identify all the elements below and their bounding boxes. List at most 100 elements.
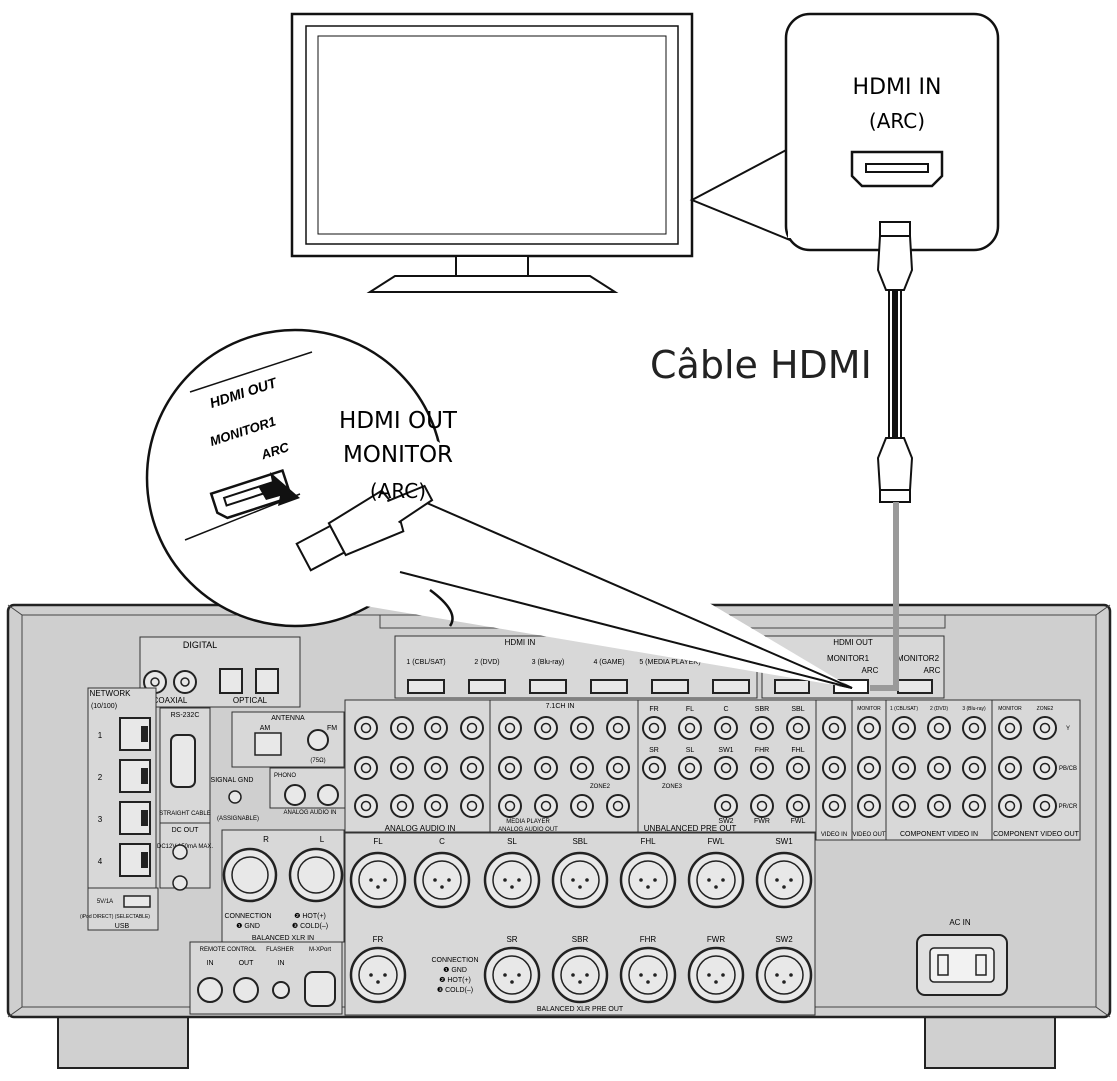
fm-jack[interactable] <box>307 729 329 751</box>
remote-out-jack[interactable] <box>233 977 259 1003</box>
mxport-port[interactable] <box>304 971 336 1007</box>
rca-jack-r2-c1[interactable] <box>390 794 414 818</box>
video-jack-r1-c2[interactable] <box>892 756 916 780</box>
hdmi-out-monitor2-port[interactable] <box>897 679 933 694</box>
xlr-out-sw2[interactable] <box>755 946 813 1004</box>
dc-out-jack-2[interactable] <box>172 875 188 891</box>
rca-jack-r2-c4[interactable] <box>498 794 522 818</box>
video-jack-r2-c4[interactable] <box>962 794 986 818</box>
xlr-out-fhl[interactable] <box>619 851 677 909</box>
dc-out-jack-1[interactable] <box>172 844 188 860</box>
video-jack-r1-c0[interactable] <box>822 756 846 780</box>
rca-jack-r1-c2[interactable] <box>424 756 448 780</box>
rca-jack-r0-c2[interactable] <box>424 716 448 740</box>
rca-jack-r1-c1[interactable] <box>390 756 414 780</box>
rca-jack-r1-c8[interactable] <box>642 756 666 780</box>
video-jack-r0-c5[interactable] <box>998 716 1022 740</box>
video-jack-r0-c4[interactable] <box>962 716 986 740</box>
video-jack-r1-c4[interactable] <box>962 756 986 780</box>
xlr-out-sw1[interactable] <box>755 851 813 909</box>
rca-jack-r0-c12[interactable] <box>786 716 810 740</box>
phono-jack-r[interactable] <box>284 784 306 806</box>
rca-jack-r0-c6[interactable] <box>570 716 594 740</box>
rca-jack-r2-c5[interactable] <box>534 794 558 818</box>
hdmi-in-port-3[interactable] <box>529 679 567 694</box>
rca-jack-r0-c5[interactable] <box>534 716 558 740</box>
xlr-in-l-jack[interactable] <box>288 847 344 903</box>
video-jack-r0-c1[interactable] <box>857 716 881 740</box>
tv-hdmi-in-port[interactable] <box>850 150 944 188</box>
rca-jack-r2-c0[interactable] <box>354 794 378 818</box>
xlr-out-fr[interactable] <box>349 946 407 1004</box>
usb-port[interactable] <box>123 895 151 908</box>
rca-jack-r2-c2[interactable] <box>424 794 448 818</box>
rca-jack-r1-c9[interactable] <box>678 756 702 780</box>
video-jack-r1-c3[interactable] <box>927 756 951 780</box>
rca-jack-r1-c7[interactable] <box>606 756 630 780</box>
rca-jack-r1-c0[interactable] <box>354 756 378 780</box>
rca-jack-r1-c4[interactable] <box>498 756 522 780</box>
rs232c-port[interactable] <box>170 734 196 788</box>
rca-jack-r0-c4[interactable] <box>498 716 522 740</box>
rca-jack-r2-c7[interactable] <box>606 794 630 818</box>
rca-jack-r1-c5[interactable] <box>534 756 558 780</box>
rca-jack-r0-c7[interactable] <box>606 716 630 740</box>
optical-port-2[interactable] <box>255 668 279 694</box>
signal-gnd-terminal[interactable] <box>228 790 242 804</box>
video-jack-r0-c6[interactable] <box>1033 716 1057 740</box>
video-jack-r0-c2[interactable] <box>892 716 916 740</box>
rca-jack-r1-c10[interactable] <box>714 756 738 780</box>
rca-jack-r1-c3[interactable] <box>460 756 484 780</box>
xlr-out-sl[interactable] <box>483 851 541 909</box>
rca-jack-r0-c8[interactable] <box>642 716 666 740</box>
hdmi-in-port-5[interactable] <box>651 679 689 694</box>
am-terminal[interactable] <box>254 732 282 756</box>
video-jack-r1-c1[interactable] <box>857 756 881 780</box>
video-jack-r2-c2[interactable] <box>892 794 916 818</box>
hdmi-out-port-0[interactable] <box>774 679 810 694</box>
rca-jack-r1-c12[interactable] <box>786 756 810 780</box>
hdmi-in-port-1[interactable] <box>407 679 445 694</box>
network-port-3[interactable]: 3 <box>98 801 151 835</box>
rca-jack-r0-c10[interactable] <box>714 716 738 740</box>
hdmi-in-port-6[interactable] <box>712 679 750 694</box>
xlr-out-c[interactable] <box>413 851 471 909</box>
xlr-out-fwr[interactable] <box>687 946 745 1004</box>
hdmi-in-port-4[interactable] <box>590 679 628 694</box>
xlr-out-sbr[interactable] <box>551 946 609 1004</box>
xlr-out-sbl[interactable] <box>551 851 609 909</box>
rca-jack-r2-c6[interactable] <box>570 794 594 818</box>
video-jack-r1-c5[interactable] <box>998 756 1022 780</box>
video-jack-r2-c5[interactable] <box>998 794 1022 818</box>
phono-jack-l[interactable] <box>317 784 339 806</box>
flasher-in-jack[interactable] <box>272 981 290 999</box>
video-jack-r2-c1[interactable] <box>857 794 881 818</box>
rca-jack-r2-c11[interactable] <box>750 794 774 818</box>
rca-jack-r0-c9[interactable] <box>678 716 702 740</box>
video-jack-r1-c6[interactable] <box>1033 756 1057 780</box>
xlr-out-sr[interactable] <box>483 946 541 1004</box>
rca-jack-r2-c3[interactable] <box>460 794 484 818</box>
network-port-1[interactable]: 1 <box>98 717 151 751</box>
video-jack-r2-c3[interactable] <box>927 794 951 818</box>
rca-jack-r1-c11[interactable] <box>750 756 774 780</box>
video-jack-r0-c0[interactable] <box>822 716 846 740</box>
rca-jack-r2-c12[interactable] <box>786 794 810 818</box>
rca-jack-r0-c1[interactable] <box>390 716 414 740</box>
rca-jack-r1-c6[interactable] <box>570 756 594 780</box>
rca-jack-r0-c11[interactable] <box>750 716 774 740</box>
network-port-4[interactable]: 4 <box>98 843 151 877</box>
network-port-2[interactable]: 2 <box>98 759 151 793</box>
rca-jack-r2-c10[interactable] <box>714 794 738 818</box>
rca-jack-r0-c0[interactable] <box>354 716 378 740</box>
rca-jack-r0-c3[interactable] <box>460 716 484 740</box>
xlr-out-fwl[interactable] <box>687 851 745 909</box>
remote-in-jack[interactable] <box>197 977 223 1003</box>
xlr-out-fhr[interactable] <box>619 946 677 1004</box>
video-jack-r2-c6[interactable] <box>1033 794 1057 818</box>
optical-port-1[interactable] <box>219 668 243 694</box>
hdmi-in-port-2[interactable] <box>468 679 506 694</box>
video-jack-r0-c3[interactable] <box>927 716 951 740</box>
video-jack-r2-c0[interactable] <box>822 794 846 818</box>
xlr-in-r-jack[interactable] <box>222 847 278 903</box>
